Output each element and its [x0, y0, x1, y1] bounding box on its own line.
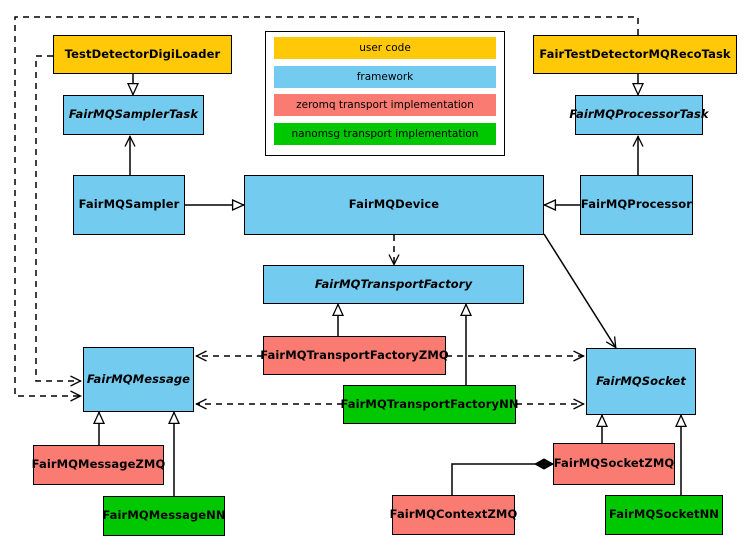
class-node-fairmqdevice[interactable]: FairMQDevice	[244, 175, 544, 235]
class-node-fairmqmessage[interactable]: FairMQMessage	[83, 347, 194, 412]
class-node-fairmqsocket[interactable]: FairMQSocket	[586, 348, 696, 415]
class-label: FairMQSocketZMQ	[553, 456, 675, 471]
class-node-fairtestdetectormqrecotask[interactable]: FairTestDetectorMQRecoTask	[533, 35, 737, 74]
class-label: FairMQSocketNN	[608, 507, 720, 522]
class-label: FairMQTransportFactory	[314, 276, 473, 291]
class-label: FairMQProcessorTask	[569, 107, 709, 122]
class-node-fairmqtransportfactorynn[interactable]: FairMQTransportFactoryNN	[340, 385, 519, 424]
class-label: FairMQTransportFactoryZMQ	[260, 347, 449, 362]
class-label: FairMQDevice	[348, 197, 440, 212]
class-label: FairMQSampler	[78, 197, 180, 212]
class-label: FairTestDetectorMQRecoTask	[539, 46, 731, 61]
class-label: TestDetectorDigiLoader	[64, 46, 221, 61]
legend-item-user-code: user code	[274, 37, 496, 59]
class-node-fairmqsamplertask[interactable]: FairMQSamplerTask	[63, 95, 204, 135]
class-node-fairmqsocketnn[interactable]: FairMQSocketNN	[605, 495, 723, 535]
class-node-fairmqprocessortask[interactable]: FairMQProcessorTask	[569, 95, 709, 135]
class-node-fairmqmessagezmq[interactable]: FairMQMessageZMQ	[31, 445, 166, 485]
legend-item-framework: framework	[274, 66, 496, 88]
class-node-fairmqsampler[interactable]: FairMQSampler	[73, 175, 185, 235]
class-node-fairmqsocketzmq[interactable]: FairMQSocketZMQ	[553, 443, 675, 485]
legend-label-user-code: user code	[359, 42, 411, 54]
class-node-fairmqcontextzmq[interactable]: FairMQContextZMQ	[389, 495, 518, 535]
class-label: FairMQSamplerTask	[68, 107, 199, 122]
legend-item-nanomsg: nanomsg transport implementation	[274, 123, 496, 145]
class-label: FairMQSocket	[596, 373, 686, 388]
class-label: FairMQMessageZMQ	[31, 457, 166, 472]
class-node-testdetectordigiloader[interactable]: TestDetectorDigiLoader	[53, 35, 232, 74]
class-label: FairMQContextZMQ	[389, 507, 518, 522]
class-node-fairmqtransportfactory[interactable]: FairMQTransportFactory	[263, 265, 524, 304]
legend-label-nanomsg: nanomsg transport implementation	[291, 128, 479, 140]
legend-label-zeromq: zeromq transport implementation	[296, 99, 474, 111]
class-node-fairmqmessagenn[interactable]: FairMQMessageNN	[102, 496, 226, 536]
class-node-fairmqtransportfactoryzmq[interactable]: FairMQTransportFactoryZMQ	[260, 336, 449, 375]
legend-label-framework: framework	[356, 71, 414, 83]
class-label: FairMQTransportFactoryNN	[340, 396, 519, 411]
class-label: FairMQMessageNN	[102, 508, 226, 523]
class-node-fairmqprocessor[interactable]: FairMQProcessor	[580, 175, 693, 235]
class-label: FairMQProcessor	[580, 197, 693, 212]
legend-item-zeromq: zeromq transport implementation	[274, 94, 496, 116]
class-label: FairMQMessage	[86, 371, 191, 386]
